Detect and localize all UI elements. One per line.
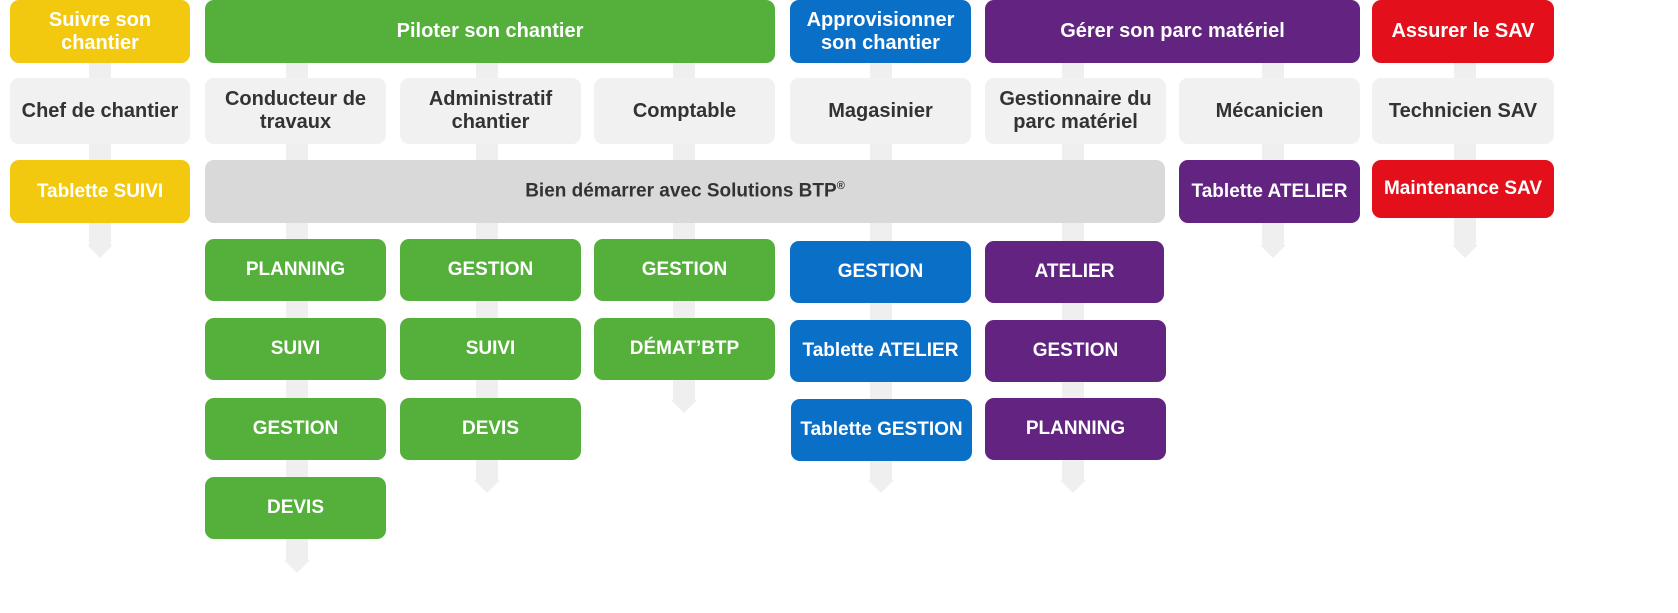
header-suivre-label: Suivre son chantier [48,8,152,54]
header-approvisionner-label: Approvisionner son chantier [806,8,955,54]
role-comptable: Comptable [594,78,775,144]
role-gestionnaire-parc: Gestionnaire du parc matériel [985,78,1166,144]
product-devis-conducteur: DEVIS [205,477,386,539]
product-suivi-conducteur: SUIVI [205,318,386,380]
product-gestion-magasinier: GESTION [790,241,971,303]
flow-arrow-technicien [1452,245,1478,258]
product-suivi-conducteur-label: SUIVI [270,338,321,360]
flow-arrow-administratif [474,480,500,493]
flow-arrow-chef [87,245,113,258]
product-atelier-gestionnaire-label: ATELIER [1034,261,1115,283]
header-sav: Assurer le SAV [1372,0,1554,63]
header-sav-label: Assurer le SAV [1391,20,1535,42]
flow-arrow-magasinier [868,480,894,493]
flow-track-comptable [673,60,695,400]
product-planning-gestionnaire-label: PLANNING [1025,418,1126,440]
role-administratif-chantier: Administratif chantier [400,78,581,144]
header-piloter: Piloter son chantier [205,0,775,63]
flow-arrow-mecanicien [1260,245,1286,258]
product-gestion-comptable-label: GESTION [641,259,728,281]
product-gestion-comptable: GESTION [594,239,775,301]
product-devis-administratif-label: DEVIS [461,418,520,440]
header-approvisionner: Approvisionner son chantier [790,0,971,63]
onboarding-band: Bien démarrer avec Solutions BTP® [205,160,1165,223]
product-gestion-administratif-label: GESTION [447,259,534,281]
header-gerer-label: Gérer son parc matériel [1060,20,1285,42]
product-planning-conducteur: PLANNING [205,239,386,301]
role-mecanicien: Mécanicien [1179,78,1360,144]
registered-mark: ® [836,180,845,193]
product-devis-conducteur-label: DEVIS [266,497,325,519]
role-chef-de-chantier-label: Chef de chantier [21,99,179,122]
header-suivre: Suivre son chantier [10,0,190,63]
role-magasinier: Magasinier [790,78,971,144]
product-tablette-atelier-magasinier-label: Tablette ATELIER [802,340,959,362]
onboarding-band-label: Bien démarrer avec Solutions BTP® [525,180,845,202]
product-tablette-gestion-magasinier: Tablette GESTION [791,399,972,461]
role-gestionnaire-parc-label: Gestionnaire du parc matériel [999,88,1152,133]
product-demat-btp-label: DÉMAT’BTP [629,338,740,360]
role-administratif-chantier-label: Administratif chantier [428,88,553,133]
product-suivi-administratif-label: SUIVI [465,338,516,360]
header-gerer: Gérer son parc matériel [985,0,1360,63]
product-gestion-conducteur: GESTION [205,398,386,460]
role-technicien-sav: Technicien SAV [1372,78,1554,144]
product-gestion-conducteur-label: GESTION [252,418,339,440]
role-conducteur-de-travaux-label: Conducteur de travaux [224,88,367,133]
role-comptable-label: Comptable [632,99,737,122]
product-tablette-suivi-label: Tablette SUIVI [36,180,164,202]
product-atelier-gestionnaire: ATELIER [985,241,1164,303]
role-technicien-sav-label: Technicien SAV [1388,99,1538,122]
product-planning-conducteur-label: PLANNING [245,259,346,281]
product-gestion-gestionnaire-label: GESTION [1032,340,1119,362]
role-mecanicien-label: Mécanicien [1215,99,1324,122]
header-piloter-label: Piloter son chantier [396,20,584,42]
flow-arrow-conducteur [284,560,310,573]
product-maintenance-sav-label: Maintenance SAV [1383,178,1543,200]
role-magasinier-label: Magasinier [828,99,933,122]
product-gestion-magasinier-label: GESTION [837,261,924,283]
product-tablette-suivi: Tablette SUIVI [10,160,190,223]
product-gestion-gestionnaire: GESTION [985,320,1166,382]
product-devis-administratif: DEVIS [400,398,581,460]
product-tablette-atelier-mecanicien: Tablette ATELIER [1179,160,1360,223]
role-conducteur-de-travaux: Conducteur de travaux [205,78,386,144]
product-tablette-gestion-magasinier-label: Tablette GESTION [800,419,963,441]
flow-arrow-comptable [671,400,697,413]
product-gestion-administratif: GESTION [400,239,581,301]
role-chef-de-chantier: Chef de chantier [10,78,190,144]
product-suivi-administratif: SUIVI [400,318,581,380]
product-tablette-atelier-magasinier: Tablette ATELIER [790,320,971,382]
flow-arrow-gestionnaire [1060,480,1086,493]
product-demat-btp: DÉMAT’BTP [594,318,775,380]
product-maintenance-sav: Maintenance SAV [1372,160,1554,218]
product-tablette-atelier-mecanicien-label: Tablette ATELIER [1191,180,1348,202]
product-planning-gestionnaire: PLANNING [985,398,1166,460]
